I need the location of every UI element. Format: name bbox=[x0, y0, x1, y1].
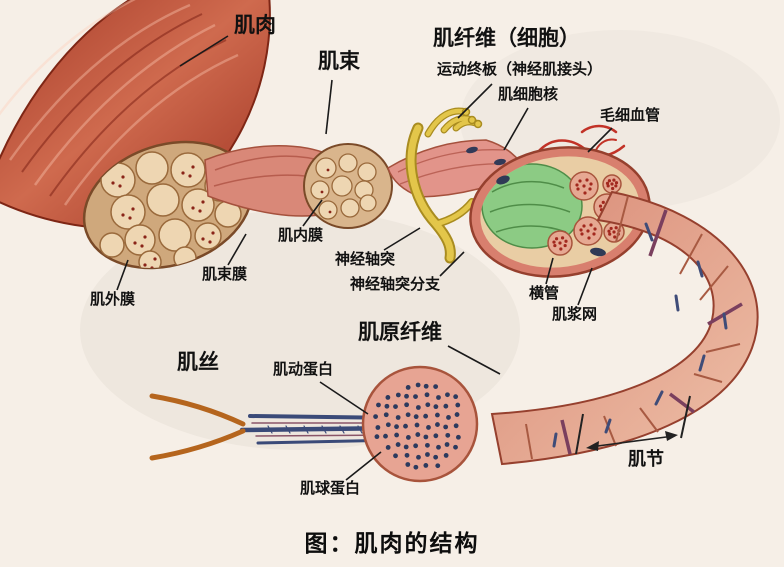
label-perimysium: 肌束膜 bbox=[202, 266, 248, 283]
label-capillary: 毛细血管 bbox=[600, 107, 661, 124]
nucleus-art bbox=[590, 247, 606, 257]
leader-lines bbox=[116, 35, 613, 481]
nucleus-art bbox=[494, 158, 506, 166]
label-fascicle: 肌束 bbox=[318, 50, 360, 73]
label-muscle: 肌肉 bbox=[234, 14, 276, 37]
label-muscle-cell-nucleus: 肌细胞核 bbox=[498, 86, 559, 103]
caliper-art bbox=[149, 393, 246, 461]
label-nerve-axon-branch: 神经轴突分支 bbox=[350, 276, 441, 293]
label-myofibril: 肌原纤维 bbox=[358, 321, 442, 344]
label-epimysium: 肌外膜 bbox=[90, 291, 136, 308]
label-myofilament: 肌丝 bbox=[177, 351, 219, 374]
label-transverse-tubule: 横管 bbox=[529, 285, 560, 302]
label-endomysium: 肌内膜 bbox=[278, 227, 324, 244]
fascicle-art bbox=[204, 143, 393, 229]
label-motor-end-plate: 运动终板（神经肌接头） bbox=[437, 61, 603, 78]
label-actin: 肌动蛋白 bbox=[273, 361, 334, 378]
myofibril-tube-art bbox=[490, 190, 759, 466]
nerve-art bbox=[405, 107, 483, 264]
nucleus-art bbox=[496, 175, 510, 185]
myofibril-cross-section-art bbox=[361, 365, 479, 483]
nucleus-art bbox=[466, 146, 478, 154]
epimysium-cut-face bbox=[99, 151, 242, 274]
label-nerve-axon: 神经轴突 bbox=[335, 251, 396, 268]
label-myosin: 肌球蛋白 bbox=[300, 480, 361, 497]
label-sarcomere: 肌节 bbox=[628, 449, 664, 469]
figure-caption: 图：肌肉的结构 bbox=[304, 530, 480, 556]
sarcomere-arrow bbox=[575, 395, 691, 455]
label-muscle-fiber-cell: 肌纤维（细胞） bbox=[433, 27, 580, 50]
label-sarcoplasmic-reticulum: 肌浆网 bbox=[552, 306, 598, 323]
fiber-cutaway-art bbox=[469, 146, 651, 278]
